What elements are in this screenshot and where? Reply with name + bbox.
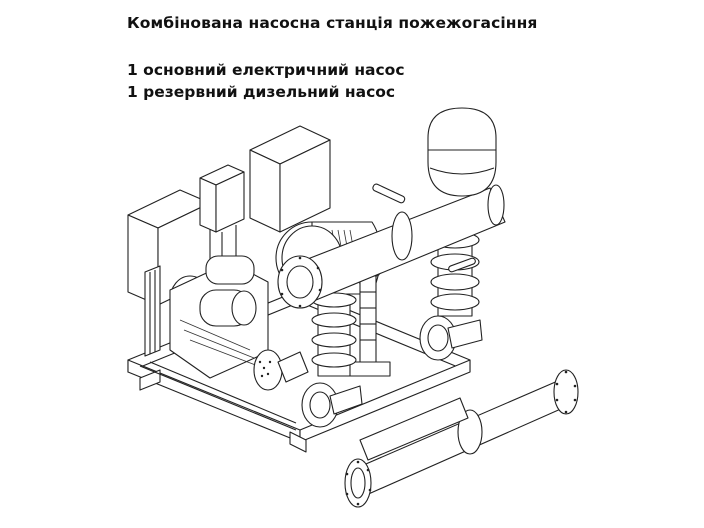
pressure-tank (427, 107, 497, 197)
gate-valves-left (311, 292, 357, 377)
diesel-pump (253, 349, 363, 428)
pump-spec-electric: 1 основний електричний насос (127, 61, 405, 79)
discharge-manifold (277, 183, 506, 309)
document-title: Комбінована насосна станція пожежогасінн… (127, 14, 538, 32)
electric-pump (419, 315, 483, 361)
gate-valves-right (430, 225, 480, 317)
diesel-engine (169, 255, 269, 379)
control-cabinet-right (249, 125, 331, 233)
suction-manifold (344, 369, 579, 508)
pump-spec-diesel: 1 резервний дизельний насос (127, 83, 396, 101)
control-cabinet-middle (199, 164, 245, 258)
radiator (144, 265, 161, 357)
pump-station-drawing (110, 100, 600, 520)
